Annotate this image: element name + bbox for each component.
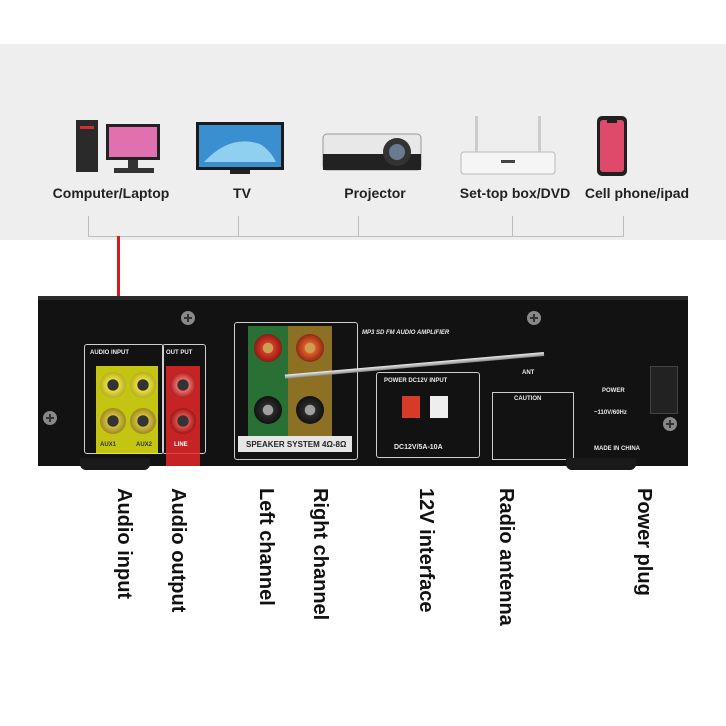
dc-positive-terminal	[402, 396, 420, 418]
callout-radio-antenna: Radio antenna	[495, 488, 517, 626]
callout-12v-interface: 12V interface	[415, 488, 437, 613]
made-in-label: MADE IN CHINA	[594, 446, 640, 452]
amp-foot	[80, 458, 150, 470]
router-icon	[460, 116, 556, 175]
screw-icon	[43, 411, 57, 425]
callout-power-plug: Power plug	[633, 488, 655, 596]
amplifier-back-panel: AUDIO INPUT AUX1 AUX2 OUT PUT LINE SPEAK…	[38, 296, 688, 466]
callout-left-channel: Left channel	[255, 488, 277, 606]
bracket-tick	[238, 216, 239, 236]
aux2-right-jack	[130, 408, 156, 434]
connector-bracket	[88, 216, 624, 237]
settop-image	[448, 112, 568, 182]
speaker-label-plate	[238, 436, 352, 452]
power-plug	[650, 366, 678, 414]
callout-audio-input: Audio input	[113, 488, 135, 600]
left-positive-terminal	[254, 334, 282, 362]
right-negative-terminal	[296, 396, 324, 424]
power-dc-label: POWER DC12V INPUT	[384, 378, 448, 384]
callout-audio-output: Audio output	[167, 488, 189, 613]
tv-icon	[196, 122, 284, 174]
line-label: LINE	[174, 442, 188, 448]
device-label-phone: Cell phone/ipad	[584, 185, 690, 201]
computer-icon	[76, 120, 160, 173]
power-label: POWER	[602, 388, 625, 394]
aux1-right-jack	[100, 408, 126, 434]
dc-rating-label: DC12V/5A-10A	[394, 444, 443, 451]
screw-icon	[527, 311, 541, 325]
bracket-tick	[512, 216, 513, 236]
bracket-tick	[358, 216, 359, 236]
voltage-label: ~110V/60Hz	[594, 410, 627, 416]
line-out-right-jack	[170, 408, 196, 434]
ant-label: ANT	[522, 370, 535, 376]
dc-negative-terminal	[430, 396, 448, 418]
aux2-left-jack	[130, 372, 156, 398]
output-label: OUT PUT	[166, 350, 193, 356]
caution-label	[492, 392, 574, 460]
device-label-projector: Projector	[344, 185, 406, 201]
computer-image	[60, 112, 180, 182]
screw-icon	[663, 417, 677, 431]
power-dc-box	[376, 372, 480, 458]
model-label: MP3 SD FM AUDIO AMPLIFIER	[362, 330, 450, 336]
right-positive-terminal	[296, 334, 324, 362]
projector-image	[312, 112, 432, 182]
phone-image	[558, 112, 678, 182]
aux1-left-jack	[100, 372, 126, 398]
device-label-computer: Computer/Laptop	[52, 185, 170, 201]
audio-input-label: AUDIO INPUT	[90, 350, 129, 356]
callout-right-channel: Right channel	[309, 488, 331, 621]
tv-image	[180, 112, 300, 182]
device-label-tv: TV	[233, 185, 251, 201]
projector-icon	[322, 133, 422, 171]
phone-icon	[597, 116, 627, 176]
speaker-system-label: SPEAKER SYSTEM 4Ω-8Ω	[246, 440, 347, 449]
speaker-terminal-box	[234, 322, 358, 460]
screw-icon	[181, 311, 195, 325]
caution-text: CAUTION	[514, 396, 542, 402]
aux1-label: AUX1	[100, 442, 117, 448]
aux2-label: AUX2	[136, 442, 153, 448]
device-label-settop: Set-top box/DVD	[459, 185, 571, 201]
line-out-left-jack	[170, 372, 196, 398]
amp-foot	[566, 458, 636, 470]
left-negative-terminal	[254, 396, 282, 424]
